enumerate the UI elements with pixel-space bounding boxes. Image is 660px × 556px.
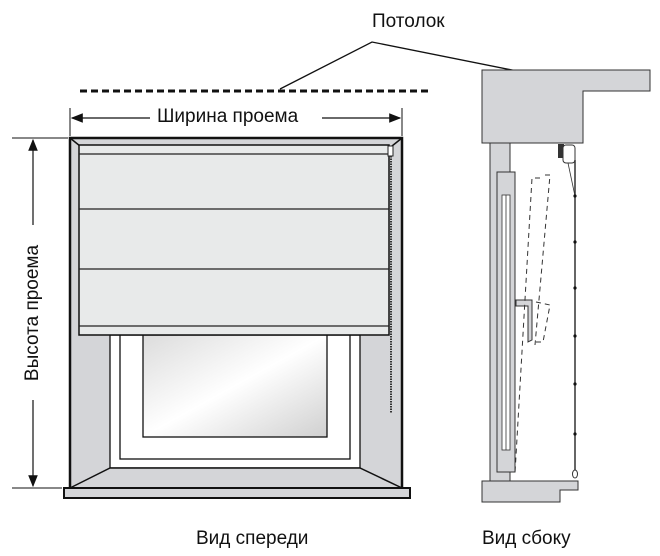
ceiling-label: Потолок (372, 11, 445, 32)
width-dimension (69, 108, 403, 136)
front-view-caption: Вид спереди (196, 528, 309, 549)
roman-blind (78, 144, 390, 336)
front-view (63, 136, 411, 499)
side-view (481, 69, 651, 503)
chain-holder (387, 145, 394, 157)
opening-height-label: Высота проема (22, 244, 43, 382)
side-view-caption: Вид сбоку (482, 528, 571, 549)
opening-width-label: Ширина проема (157, 106, 299, 127)
height-dimension (12, 137, 68, 489)
